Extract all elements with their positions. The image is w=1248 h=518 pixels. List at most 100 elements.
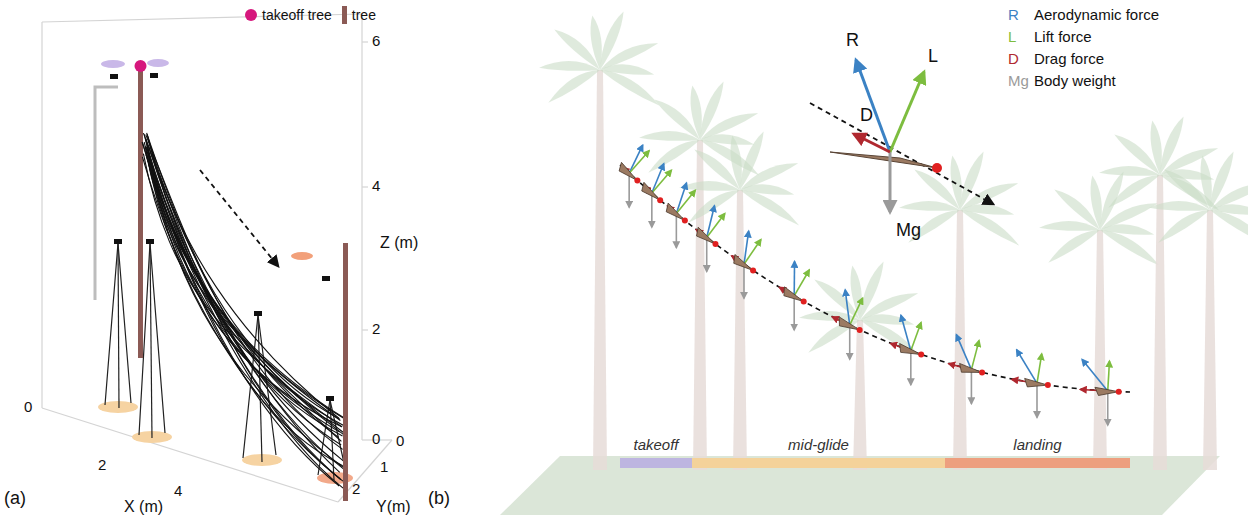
trajectory [143,154,342,427]
force-label: L [928,46,938,68]
trajectory [147,134,345,462]
trajectory [147,147,346,419]
trajectory [146,147,340,478]
panel-label: (a) [4,488,26,510]
palm-trunk [853,320,867,470]
trajectory [149,154,342,441]
palm-frond [1090,176,1101,230]
palm-trunk [733,190,747,470]
glider-head [750,267,756,273]
glider-head [857,327,863,333]
force-label: R [846,30,859,52]
weight-arrow [628,173,630,207]
camera-spot [147,59,169,67]
glider-head [979,369,985,375]
aerodynamic-arrow [1082,360,1108,392]
legend-text: Lift force [1034,28,1092,46]
glider-head [634,178,640,184]
axis-tick: 2 [98,456,106,474]
glider-body [619,162,637,180]
glider-head [682,218,688,224]
grid-line [41,22,42,408]
phase-label: takeoff [633,436,678,454]
lift-arrow [652,170,672,193]
trajectory [143,133,340,419]
weight-arrow [651,193,653,227]
aerodynamic-arrow [793,261,795,295]
trajectory [142,143,344,419]
axis-title: X (m) [124,497,163,516]
glider-body [900,343,922,354]
landing-tree-trunk [343,243,348,501]
phase-band: landing [945,436,1130,468]
weight-arrow [910,351,912,385]
aerodynamic-arrow [845,290,850,325]
trajectory [147,153,341,445]
lift-arrow [744,239,761,264]
trajectory [142,142,343,488]
weight-arrow [793,296,795,330]
trajectory [145,138,345,426]
glider-body [697,227,716,244]
trajectory [144,142,343,433]
weight-arrow [706,237,708,271]
legend: MgBody weight [1008,72,1116,90]
trajectory [146,155,341,427]
camera-pole [95,87,118,300]
trajectory [147,144,344,435]
band-fill [620,458,692,468]
phase-band: mid-glide [692,436,945,468]
tripod-leg [150,243,152,438]
camera-icon [322,276,330,281]
lift-arrow [629,151,649,173]
axis-title: Y(m) [376,497,411,516]
palm-frond [1210,210,1248,246]
camera-icon [146,239,154,244]
axis-box [42,14,392,502]
tick-mark [362,186,368,187]
lift-arrow [850,298,863,325]
aerodynamic-arrow [1017,350,1037,384]
axis-tick: 1 [380,458,388,476]
glider-head [932,163,942,173]
x-axis-line [42,408,338,502]
palm-frond [960,210,1019,246]
glider-head [1116,389,1122,395]
glider-body [642,182,660,200]
tick-mark [362,329,368,330]
phase-band: takeoff [620,436,692,468]
trajectory [147,147,346,471]
weight-arrow [1036,383,1038,417]
legend-letter: L [1008,28,1034,46]
glider-head [712,241,718,247]
trajectories [142,133,345,488]
trajectory [147,133,339,437]
legend-letter: D [1008,50,1034,68]
palm-trunk [1093,230,1107,470]
band-fill [692,458,945,468]
glider-head [801,298,807,304]
lift-arrow [911,323,921,351]
camera-spot [101,60,125,68]
lift-arrow [794,270,809,296]
trajectory [148,141,343,481]
camera-spot [291,252,313,260]
glider-body [839,317,859,330]
palm-trunk [1203,210,1217,470]
phase-label: landing [1013,436,1061,454]
force-label: Mg [896,220,921,242]
palm-frond [548,70,600,103]
takeoff-point [135,60,147,72]
legend-bar [342,6,347,24]
palm-trunk [1153,175,1167,470]
force-diagram [830,60,942,212]
legend-letter: R [1008,6,1034,24]
trajectory [142,157,339,432]
legend-text: Body weight [1034,72,1116,90]
lift-arrow [707,214,725,238]
trajectory [148,157,343,436]
force-label: D [860,105,873,127]
aerodynamic-arrow [956,335,971,370]
trajectory [146,139,339,419]
tick-mark [362,41,368,42]
